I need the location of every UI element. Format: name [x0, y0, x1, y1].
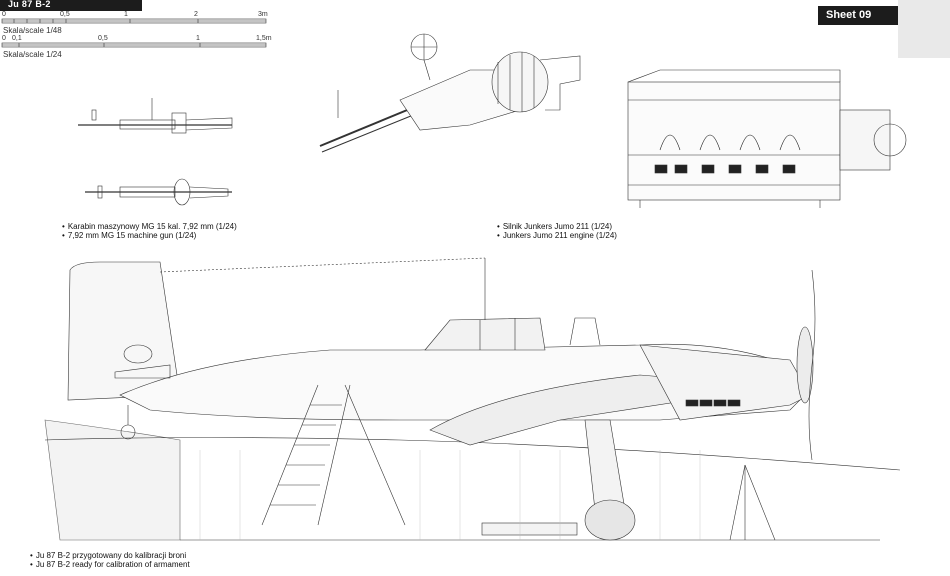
ground: [44, 419, 901, 541]
ladder: [261, 384, 406, 526]
mg15-side-view: [78, 98, 233, 134]
shed-lines: [199, 450, 701, 540]
mg15-top-view: [85, 178, 232, 206]
ju87-aircraft: [67, 257, 816, 541]
mg15-perspective: [319, 33, 581, 153]
sheet-tab: [818, 6, 898, 25]
sheet-number: Sheet 09: [826, 9, 872, 21]
scale1-label: Skala/scale 1/48: [3, 26, 62, 35]
caption-aircraft: Ju 87 B-2 przygotowany do kalibracji bro…: [30, 551, 190, 569]
scale1-tick-2: 1: [124, 11, 128, 18]
caption-engine-en: Junkers Jumo 211 engine (1/24): [497, 231, 617, 240]
scale2-label: Skala/scale 1/24: [3, 50, 62, 59]
scale2-tick-2: 0,5: [98, 35, 108, 42]
scale-bar-2: [1, 42, 267, 48]
scale1-tick-4: 3m: [258, 11, 268, 18]
caption-mg15-pl: Karabin maszynowy MG 15 kal. 7,92 mm (1/…: [62, 222, 237, 231]
scale2-tick-0: 0: [2, 35, 6, 42]
scale1-tick-0: 0: [2, 11, 6, 18]
caption-aircraft-en: Ju 87 B-2 ready for calibration of armam…: [30, 560, 190, 569]
caption-engine-pl: Silnik Junkers Jumo 211 (1/24): [497, 222, 617, 231]
caption-mg15-en: 7,92 mm MG 15 machine gun (1/24): [62, 231, 237, 240]
caption-aircraft-pl: Ju 87 B-2 przygotowany do kalibracji bro…: [30, 551, 190, 560]
sheet-title: Ju 87 B-2: [8, 0, 51, 9]
scale1-tick-1: 0,5: [60, 11, 70, 18]
sheet-corner: [898, 0, 950, 58]
scale-bar-1: [1, 18, 267, 24]
scale2-tick-1: 0,1: [12, 35, 22, 42]
calibration-stand: [481, 464, 776, 541]
scale1-tick-3: 2: [194, 11, 198, 18]
header-bar: [0, 0, 142, 11]
scale2-tick-3: 1: [196, 35, 200, 42]
caption-mg15: Karabin maszynowy MG 15 kal. 7,92 mm (1/…: [62, 222, 237, 240]
caption-engine: Silnik Junkers Jumo 211 (1/24) Junkers J…: [497, 222, 617, 240]
scale2-tick-4: 1,5m: [256, 35, 272, 42]
jumo-engine: [627, 69, 907, 208]
